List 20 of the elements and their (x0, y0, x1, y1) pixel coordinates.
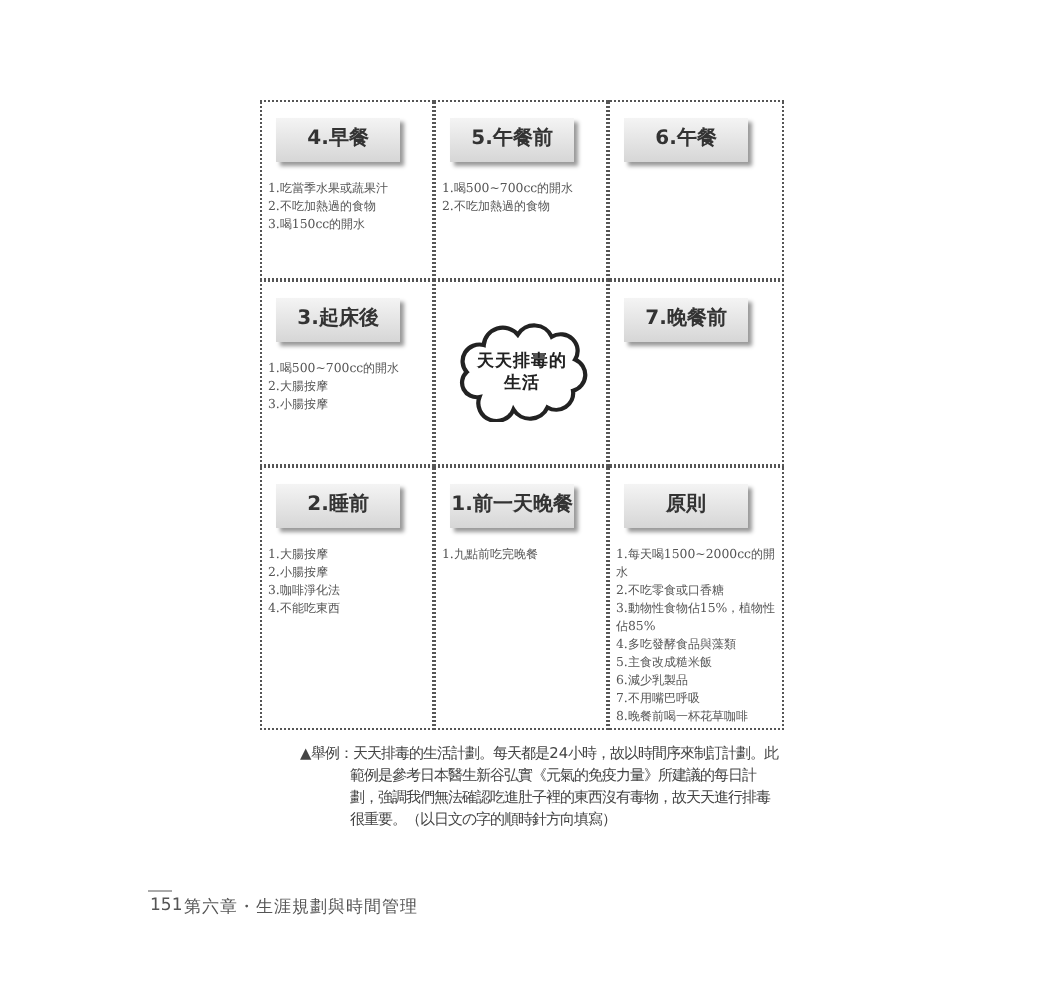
grid-cell (260, 280, 434, 466)
heading-tab: 6.午餐 (624, 118, 748, 162)
grid-cell (260, 100, 434, 280)
heading-tab: 1.前一天晚餐 (450, 484, 574, 528)
heading-tab: 2.睡前 (276, 484, 400, 528)
heading-tab: 5.午餐前 (450, 118, 574, 162)
grid-cell (434, 466, 608, 730)
heading-tab: 7.晚餐前 (624, 298, 748, 342)
grid-cell (434, 100, 608, 280)
heading-tab: 原則 (624, 484, 748, 528)
grid-cell (608, 100, 784, 280)
cloud-text: 天天排毒的生活 (475, 352, 569, 396)
heading-tab: 3.起床後 (276, 298, 400, 342)
grid-cell (434, 280, 608, 466)
heading-tab: 4.早餐 (276, 118, 400, 162)
grid-cell (608, 466, 784, 730)
grid-cell (260, 466, 434, 730)
page-number: 151 (150, 896, 183, 916)
grid-cell (608, 280, 784, 466)
chapter-title: 第六章・生涯規劃與時間管理 (184, 896, 418, 920)
